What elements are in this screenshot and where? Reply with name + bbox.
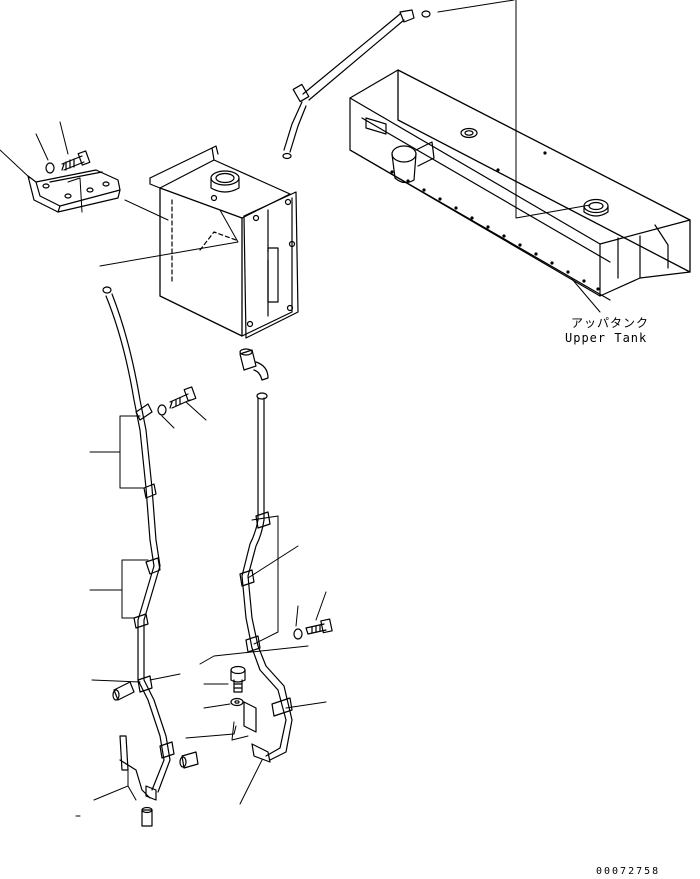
center-washer (231, 699, 243, 706)
left-spacer (113, 682, 134, 700)
flange-holes (390, 151, 600, 291)
bracket-bolt (62, 151, 90, 170)
tank-bracket (28, 170, 120, 212)
bracket-washer (46, 163, 54, 173)
upper-overflow-hose (283, 10, 430, 159)
left-clamp-bolt (158, 387, 196, 415)
left-drain-hose (103, 287, 174, 800)
drawing-number: 00072758 (596, 866, 661, 877)
right-clamp-bolt (294, 619, 332, 639)
center-bolt (231, 667, 245, 693)
bottom-spacer (142, 808, 152, 827)
tank-top-port (461, 129, 477, 138)
reserve-tank-cap (211, 171, 239, 192)
upper-tank-label-jp: アッパタンク (571, 316, 650, 330)
tank-mount-pad (366, 118, 386, 134)
tank-filler-neck (584, 200, 608, 217)
mid-spacer (180, 752, 198, 768)
upper-tank-label-en: Upper Tank (565, 331, 648, 345)
upper-tank (350, 70, 690, 312)
tank-inlet-pipe (392, 142, 434, 183)
reserve-tank (150, 146, 298, 338)
right-drain-hose (240, 349, 292, 762)
